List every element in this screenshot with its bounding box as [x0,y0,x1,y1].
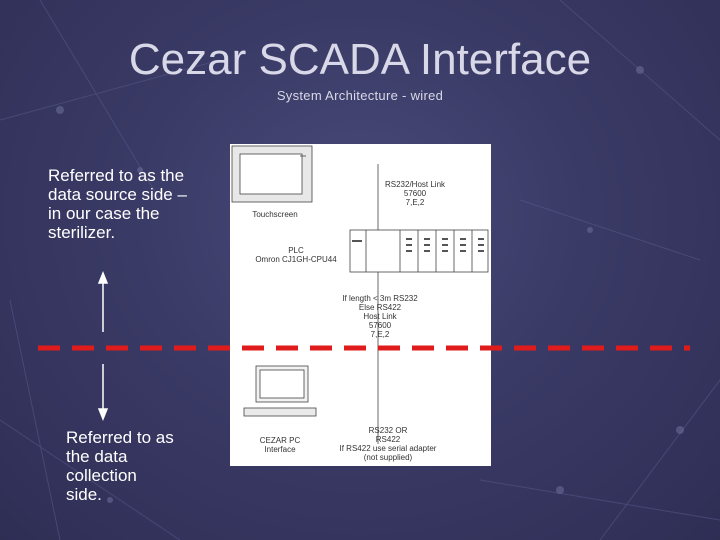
hostlink-baud: 57600 [403,189,427,198]
diagram-lines [231,145,489,444]
slide-subtitle: System Architecture - wired [276,88,444,103]
rs-note-4: (not supplied) [363,453,413,462]
slide-title: Cezar SCADA Interface [128,35,592,84]
architecture-diagram: Touchscreen RS232/Host Link 57600 7,E,2 … [230,144,491,466]
plc-model: Omron CJ1GH-CPU44 [255,255,337,264]
cable-note-3: Host Link [363,312,397,321]
data-source-side-text: Referred to as the data source side – in… [48,166,187,242]
pc-label: CEZAR PC [259,436,301,445]
rs-note-2: RS422 [375,435,401,444]
rs-note-3: If RS422 use serial adapter [339,444,437,453]
hostlink-label: RS232/Host Link [384,180,446,189]
plc-label: PLC [288,246,304,255]
plc-rack-shape [349,229,489,273]
pc-keyboard-shape [243,407,317,417]
rs-note-1: RS232 OR [368,426,408,435]
cable-note-5: 7,E,2 [370,330,390,339]
cable-note-4: 57600 [368,321,392,330]
hostlink-format: 7,E,2 [405,198,425,207]
pc-sub-label: Interface [264,445,296,454]
cable-note-2: Else RS422 [358,303,402,312]
cable-note-1: If length < 3m RS232 [342,294,418,303]
touchscreen-label: Touchscreen [252,210,298,219]
data-collection-side-text: Referred to as the data collection side. [66,428,174,504]
